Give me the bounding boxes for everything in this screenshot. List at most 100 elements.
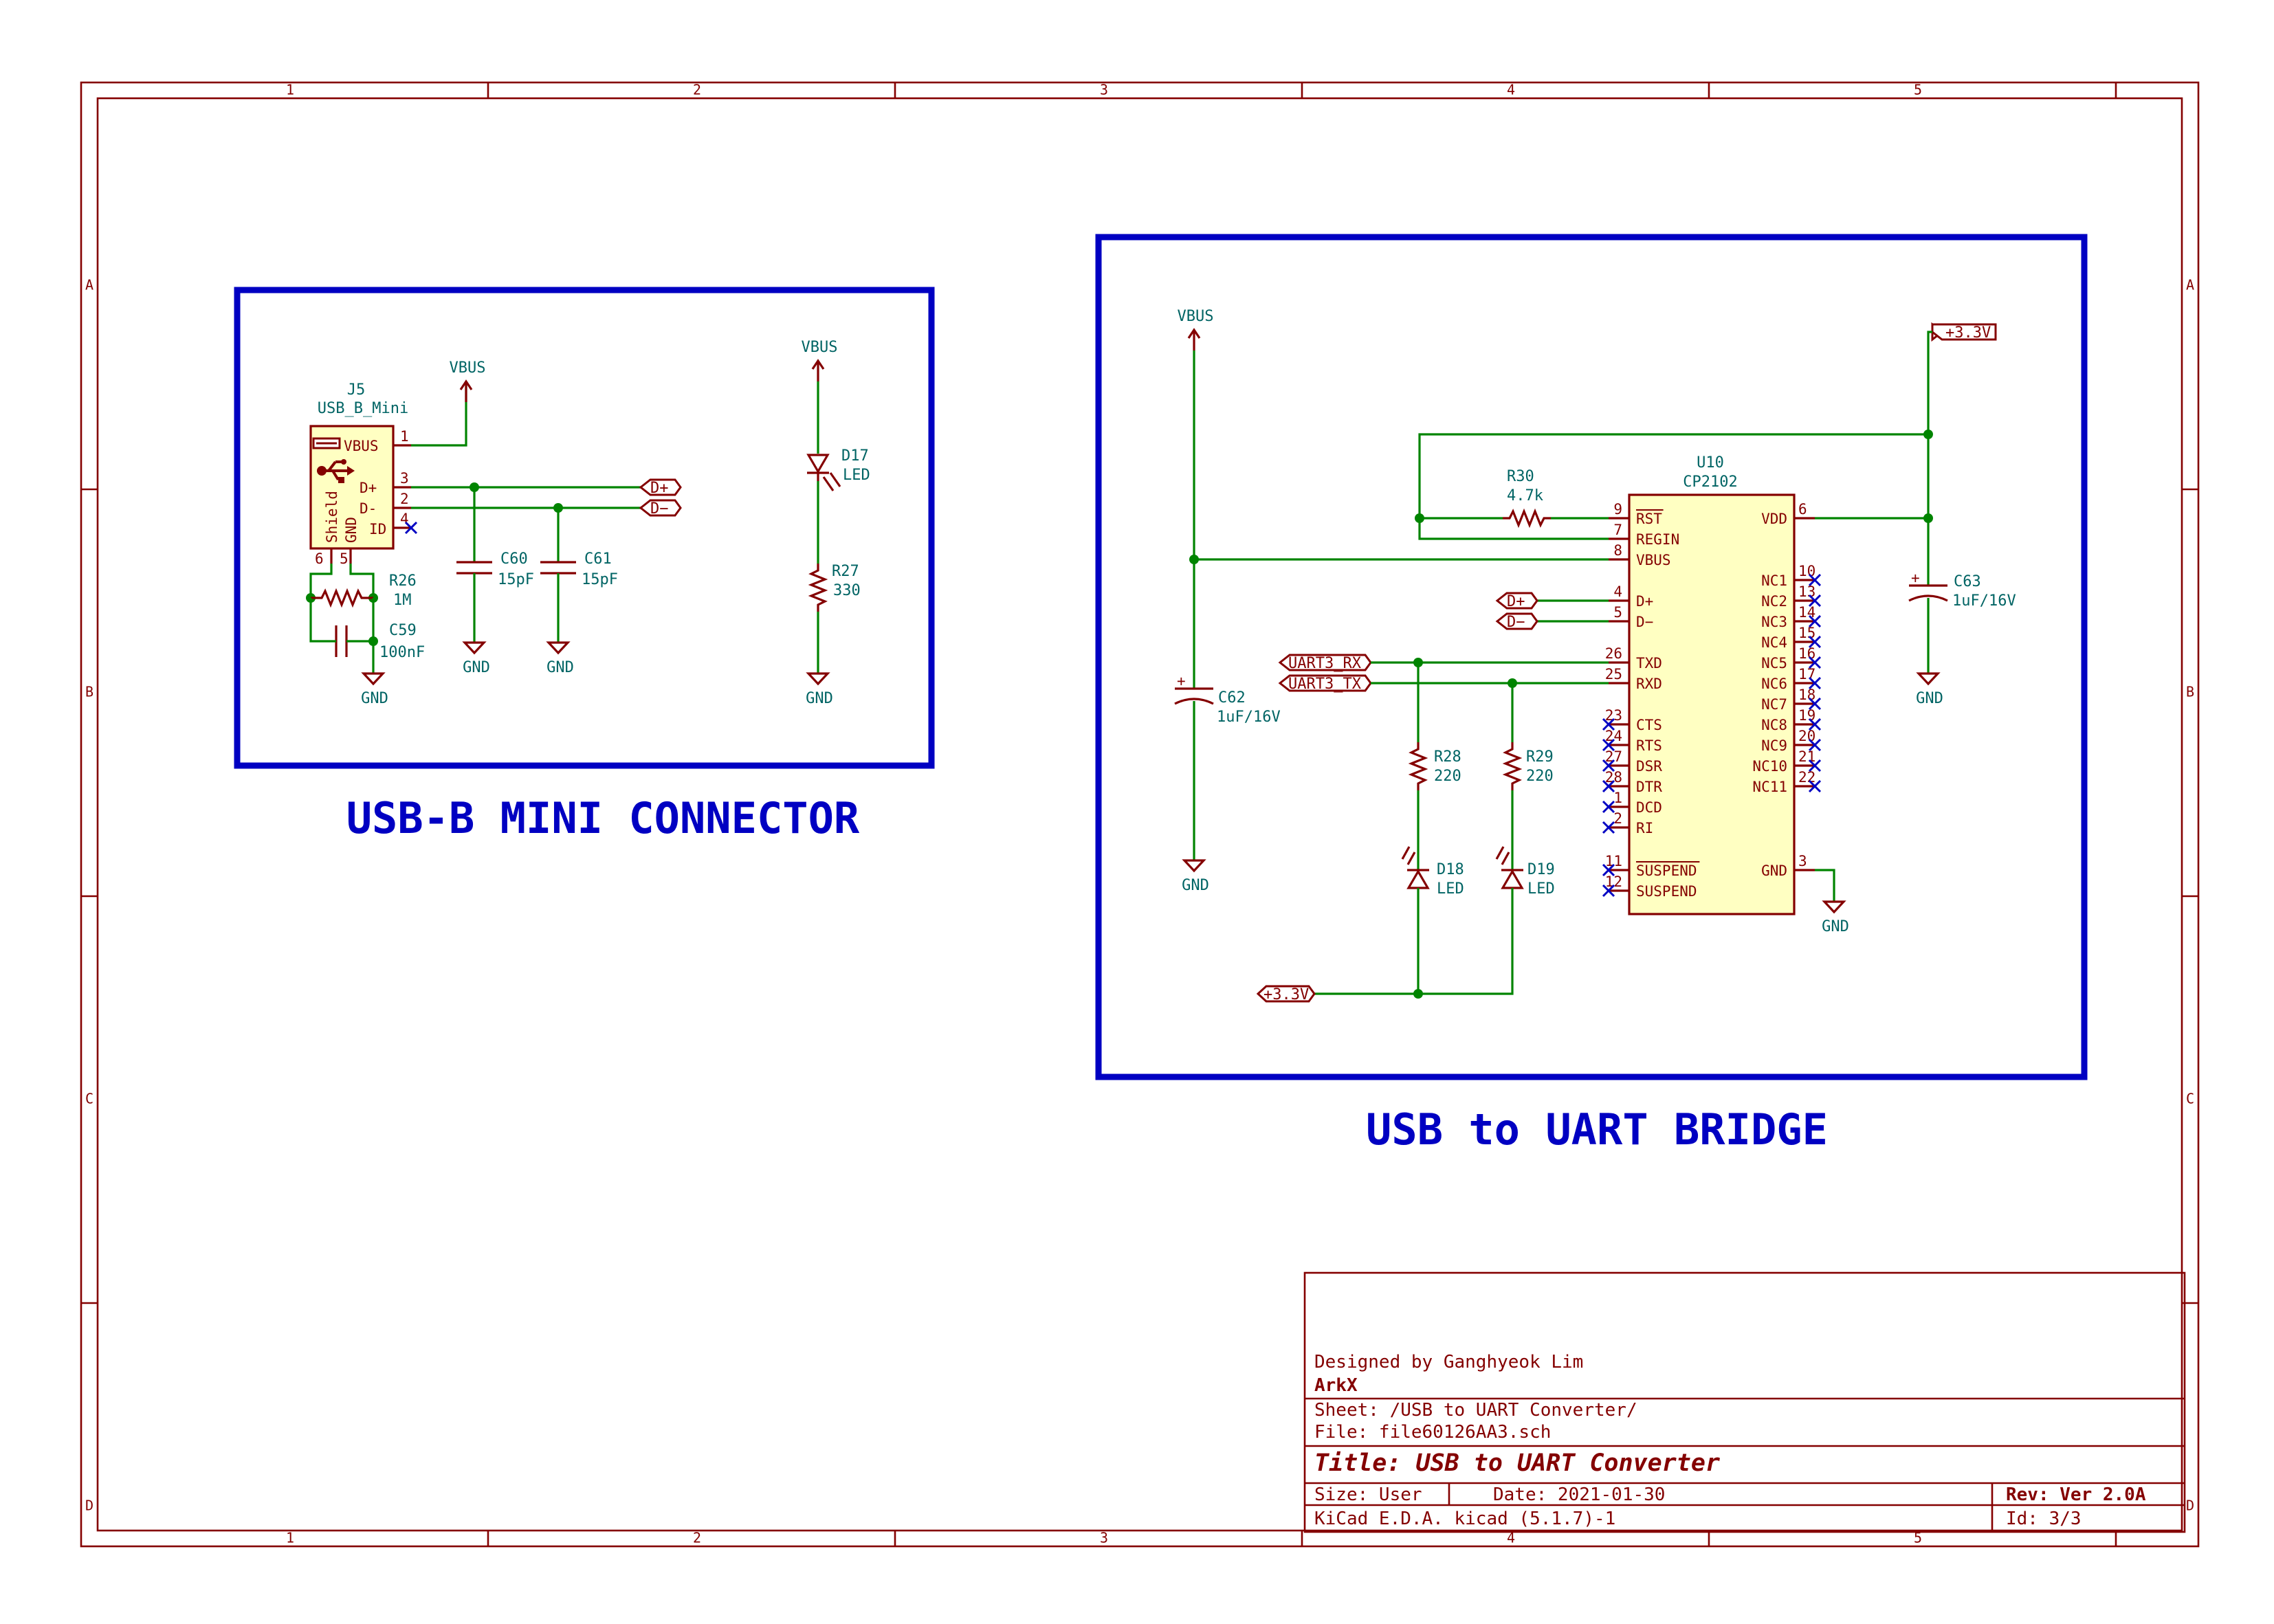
u10-pin-number: 25 [1605, 666, 1622, 682]
col-label: 3 [1100, 1530, 1108, 1546]
svg-text:VBUS: VBUS [1178, 308, 1214, 325]
no-connect-marker [1602, 718, 1615, 731]
svg-text:GND: GND [1822, 918, 1849, 935]
col-label: 4 [1507, 82, 1515, 98]
no-connect-marker [1808, 656, 1822, 669]
uart-bridge-box [1095, 234, 2088, 1080]
svg-text:VBUS: VBUS [802, 339, 838, 356]
revision: Rev: Ver 2.0A [2006, 1484, 2146, 1505]
r28-resistor[interactable]: R28 220 [1408, 742, 1461, 790]
col-label: 2 [693, 1530, 701, 1546]
no-connect-marker [1808, 635, 1822, 649]
gnd-symbol: GND [361, 672, 388, 707]
c60-value: 15pF [498, 571, 534, 588]
row-label: D [85, 1498, 93, 1514]
col-label: 5 [1914, 82, 1922, 98]
u10-pin-number: 11 [1605, 853, 1622, 869]
r30-resistor[interactable]: R30 4.7k [1503, 468, 1551, 529]
no-connect-marker [1602, 759, 1615, 772]
u10-pin-name: DCD [1636, 799, 1662, 816]
r27-resistor[interactable]: R27 330 [808, 563, 861, 612]
svg-text:GND: GND [806, 690, 833, 707]
designer-text: Designed by Ganghyeok Lim [1314, 1352, 1583, 1372]
sheet-size: Size: User [1314, 1484, 1422, 1505]
gnd-symbol: GND [546, 641, 574, 676]
d17-value: LED [843, 467, 870, 484]
no-connect-marker [1808, 718, 1822, 731]
row-label: B [85, 684, 93, 700]
no-connect-marker [1602, 779, 1615, 793]
svg-text:UART3_RX: UART3_RX [1288, 655, 1362, 672]
c60-capacitor[interactable]: C60 15pF [456, 487, 534, 643]
p33-top-global-label: +3.3V [1931, 322, 1997, 342]
no-connect-marker [1602, 738, 1615, 752]
j5-value: USB_B_Mini [318, 400, 408, 417]
no-connect-marker [1602, 884, 1615, 898]
dp-global-label: D+ [639, 478, 682, 497]
usb-connector-title: USB-B MINI CONNECTOR [346, 793, 860, 843]
uart-bridge-title: USB to UART BRIDGE [1366, 1104, 1828, 1155]
u10-pin-name: GND [1761, 863, 1787, 879]
u10-cp2102-ic[interactable]: U10 CP2102 9RST7REGIN8VBUS4D+5D−26TXD25R… [1602, 454, 1822, 915]
c61-value: 15pF [582, 571, 618, 588]
u10-left-pins: 9RST7REGIN8VBUS4D+5D−26TXD25RXD23CTS24RT… [1602, 501, 1700, 900]
u10-pin-name: D− [1636, 614, 1653, 630]
u10-pin-number: 12 [1605, 874, 1622, 890]
u10-pin-name: NC5 [1761, 655, 1787, 671]
svg-text:+3.3V: +3.3V [1945, 324, 1991, 342]
c63-capacitor[interactable]: + C63 1uF/16V [1908, 570, 2016, 610]
u10-pin-name: NC9 [1761, 737, 1787, 754]
u10-pin-number: 7 [1613, 522, 1622, 538]
col-label: 1 [286, 1530, 294, 1546]
col-label: 1 [286, 82, 294, 98]
no-connect-marker [1808, 779, 1822, 793]
c63-ref: C63 [1954, 573, 1981, 590]
col-label: 3 [1100, 82, 1108, 98]
j5-pin-num: 3 [400, 470, 409, 487]
d17-led[interactable]: D17 LED [806, 447, 870, 491]
col-label: 4 [1507, 1530, 1515, 1546]
col-label: 2 [693, 82, 701, 98]
d18-led[interactable]: D18 LED [1401, 846, 1464, 898]
c61-ref: C61 [584, 550, 612, 568]
j5-pin-name-vbus: VBUS [344, 438, 379, 454]
c59-capacitor[interactable]: C59 100nF [330, 622, 425, 661]
r30-value: 4.7k [1507, 487, 1543, 504]
tool-version: KiCad E.D.A. kicad (5.1.7)-1 [1314, 1509, 1615, 1529]
d19-value: LED [1527, 880, 1555, 898]
u10-pin-name: VBUS [1636, 552, 1671, 568]
u10-pin-number: 3 [1798, 853, 1807, 869]
u10-pin-name: NC1 [1761, 572, 1787, 589]
gnd-symbol: GND [1182, 859, 1209, 894]
no-connect-marker [1602, 821, 1615, 834]
u10-pin-name: D+ [1636, 593, 1653, 610]
no-connect-marker [1808, 594, 1822, 608]
c63-value: 1uF/16V [1952, 592, 2016, 610]
r29-resistor[interactable]: R29 220 [1502, 742, 1554, 790]
j5-usb-connector[interactable]: J5 USB_B_Mini VBUS D+ D- ID Shield GND [309, 381, 411, 567]
svg-text:D−: D− [650, 500, 669, 518]
c61-capacitor[interactable]: C61 15pF [540, 508, 618, 643]
row-label: B [2186, 684, 2194, 700]
u10-pin-name: NC7 [1761, 696, 1787, 713]
u10-pin-name: RXD [1636, 676, 1662, 692]
u10-pin-number: 6 [1798, 501, 1807, 518]
u10-pin-name: NC2 [1761, 593, 1787, 610]
j5-pin-num: 1 [400, 428, 409, 445]
c62-capacitor[interactable]: + C62 1uF/16V [1174, 673, 1281, 726]
row-label: C [85, 1091, 93, 1107]
u10-pin-number: 8 [1613, 542, 1622, 559]
no-connect-marker [1808, 697, 1822, 711]
u10-pin-name: RI [1636, 820, 1653, 836]
svg-text:GND: GND [1182, 877, 1209, 894]
r30-ref: R30 [1507, 468, 1534, 485]
r26-resistor[interactable]: R26 1M [311, 572, 417, 609]
u10-pin-number: 1 [1613, 790, 1622, 806]
u10-pin-name: SUSPEND [1636, 863, 1697, 879]
u10-pin-name: NC11 [1752, 779, 1787, 795]
d19-led[interactable]: D19 LED [1495, 846, 1555, 898]
uart-rx-global-label: UART3_RX [1278, 654, 1372, 672]
drawing-frame: 1 2 3 4 5 1 2 3 4 5 A B C D A B C D [80, 82, 2200, 1548]
d17-ref: D17 [841, 447, 869, 465]
